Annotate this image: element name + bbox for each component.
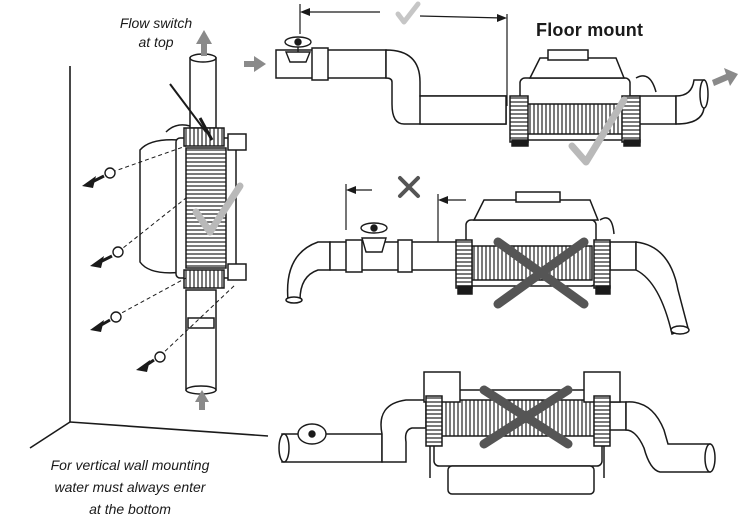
vertical-mount-caption: For vertical wall mounting water must al… — [20, 454, 240, 520]
vertical-mount-heater — [139, 30, 247, 410]
pipe-run — [285, 239, 690, 336]
cross-mark-large-2 — [479, 385, 573, 449]
caption-line2: water must always enter — [54, 479, 206, 495]
flow-switch-label-line1: Flow switch — [119, 15, 193, 31]
cross-mark-large-1 — [493, 237, 589, 309]
flow-switch-pointer — [169, 83, 207, 133]
caption-line3: at the bottom — [89, 501, 171, 517]
flow-arrow-in — [244, 56, 266, 72]
flow-arrow-up-bottom — [195, 390, 209, 410]
screw — [90, 311, 122, 332]
screw — [136, 351, 166, 372]
incorrect-mount-1 — [285, 176, 690, 336]
floor-mount-title: Floor mount — [536, 20, 644, 40]
check-mark-floor — [568, 96, 628, 166]
flow-switch-label: Flow switch at top — [96, 14, 216, 52]
mounting-screws — [82, 145, 237, 372]
check-mark-vertical — [192, 182, 244, 236]
floor-mount-correct — [244, 1, 738, 166]
caption-line1: For vertical wall mounting — [50, 457, 210, 473]
heater-body-floor — [509, 49, 657, 147]
screw — [90, 246, 124, 268]
dimension-line — [299, 4, 508, 106]
flow-arrow-out — [712, 68, 738, 86]
cross-mark-dimension — [398, 176, 420, 198]
heater-body-vertical — [139, 117, 247, 289]
dimension-line-short — [345, 184, 466, 242]
wall — [29, 66, 269, 449]
pipe-run — [278, 399, 716, 473]
pipe-run — [275, 47, 709, 125]
valve — [284, 36, 312, 63]
flow-arrow-up-top — [196, 30, 212, 56]
valve — [360, 222, 388, 253]
check-mark-dimension — [395, 1, 421, 25]
valve — [297, 423, 327, 445]
screw — [82, 167, 116, 188]
flow-switch-label-line2: at top — [138, 34, 174, 50]
incorrect-mount-2 — [278, 371, 716, 495]
heater-body-incorrect-2 — [423, 371, 621, 495]
vertical-pipe — [185, 53, 217, 395]
